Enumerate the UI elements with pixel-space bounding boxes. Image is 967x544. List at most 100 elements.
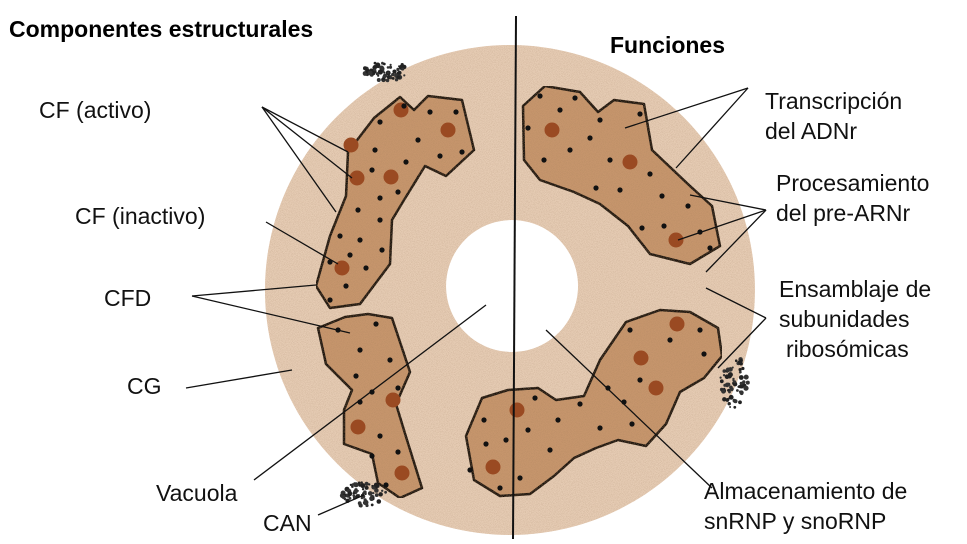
dense-fibrillar-dot	[372, 147, 377, 152]
label-vacuole: Vacuola	[156, 480, 237, 506]
dense-fibrillar-dot	[395, 449, 400, 454]
heading-functions: Funciones	[610, 32, 725, 59]
dense-fibrillar-dot	[387, 357, 392, 362]
label-storage-line2: snRNP y snoRNP	[704, 508, 886, 534]
dense-fibrillar-dot	[532, 395, 537, 400]
dense-fibrillar-dot	[459, 149, 464, 154]
label-assembly-line3: ribosómicas	[786, 336, 909, 362]
dense-fibrillar-dot	[337, 233, 342, 238]
fibrillar-center-dot	[510, 403, 525, 418]
dense-fibrillar-dot	[593, 185, 598, 190]
dense-fibrillar-dot	[383, 482, 388, 487]
dense-fibrillar-dot	[355, 207, 360, 212]
dense-fibrillar-dot	[627, 327, 632, 332]
dense-fibrillar-dot	[697, 327, 702, 332]
dense-fibrillar-dot	[503, 437, 508, 442]
fibrillar-center-dot	[634, 351, 649, 366]
dense-fibrillar-dot	[667, 337, 672, 342]
dense-fibrillar-dot	[597, 117, 602, 122]
fibrillar-center-dot	[441, 123, 456, 138]
dense-fibrillar-dot	[373, 321, 378, 326]
dense-fibrillar-dot	[343, 283, 348, 288]
dense-fibrillar-dot	[369, 453, 374, 458]
dense-fibrillar-dot	[483, 441, 488, 446]
dense-fibrillar-dot	[617, 187, 622, 192]
dense-fibrillar-dot	[467, 467, 472, 472]
label-assembly-line1: Ensamblaje de	[779, 276, 931, 302]
dense-fibrillar-dot	[353, 373, 358, 378]
fibrillar-center-dot	[351, 420, 366, 435]
dense-fibrillar-dot	[537, 93, 542, 98]
leader-can	[318, 495, 364, 515]
dense-fibrillar-dot	[395, 189, 400, 194]
label-processing-line1: Procesamiento	[776, 170, 929, 196]
label-assembly-line2: subunidades	[779, 306, 909, 332]
dense-fibrillar-dot	[587, 135, 592, 140]
dense-fibrillar-dot	[659, 193, 664, 198]
dense-fibrillar-dot	[369, 167, 374, 172]
dense-fibrillar-dot	[379, 247, 384, 252]
dense-fibrillar-dot	[347, 252, 352, 257]
chromatin-clump	[363, 62, 407, 83]
dense-fibrillar-dot	[395, 385, 400, 390]
dense-fibrillar-dot	[415, 137, 420, 142]
dense-fibrillar-dot	[497, 485, 502, 490]
label-cg: CG	[127, 373, 162, 399]
dense-fibrillar-dot	[377, 195, 382, 200]
dense-fibrillar-dot	[607, 157, 612, 162]
dense-fibrillar-dot	[557, 107, 562, 112]
dense-fibrillar-dot	[403, 159, 408, 164]
dense-fibrillar-dot	[629, 421, 634, 426]
label-storage-line1: Almacenamiento de	[704, 478, 907, 504]
dense-fibrillar-dot	[685, 203, 690, 208]
dense-fibrillar-dot	[567, 147, 572, 152]
fibrillar-center-dot	[486, 460, 501, 475]
label-cfd: CFD	[104, 285, 151, 311]
fibrillar-center-dot	[386, 393, 401, 408]
dense-fibrillar-dot	[357, 237, 362, 242]
heading-structural-components: Componentes estructurales	[9, 16, 313, 43]
dense-fibrillar-dot	[572, 95, 577, 100]
dense-fibrillar-dot	[637, 111, 642, 116]
dense-fibrillar-dot	[707, 245, 712, 250]
dense-fibrillar-dot	[377, 433, 382, 438]
dense-fibrillar-dot	[701, 351, 706, 356]
label-transcription-line1: Transcripción	[765, 88, 902, 114]
dense-fibrillar-dot	[547, 447, 552, 452]
dense-fibrillar-dot	[525, 427, 530, 432]
dense-fibrillar-dot	[525, 125, 530, 130]
dense-fibrillar-dot	[597, 425, 602, 430]
dense-fibrillar-dot	[577, 401, 582, 406]
fibrillar-center-dot	[545, 123, 560, 138]
label-can: CAN	[263, 510, 312, 536]
leader-cg	[186, 370, 292, 388]
fibrillar-center-dot	[384, 170, 399, 185]
dense-fibrillar-dot	[401, 103, 406, 108]
fibrillar-center-dot	[623, 155, 638, 170]
dense-fibrillar-dot	[541, 157, 546, 162]
dense-fibrillar-dot	[517, 475, 522, 480]
dense-fibrillar-dot	[637, 377, 642, 382]
fibrillar-center-dot	[670, 317, 685, 332]
label-processing-line2: del pre-ARNr	[776, 200, 910, 226]
dense-fibrillar-dot	[639, 225, 644, 230]
dense-fibrillar-dot	[363, 265, 368, 270]
label-transcription-line2: del ADNr	[765, 118, 857, 144]
label-cf-inactive: CF (inactivo)	[75, 203, 205, 229]
dense-fibrillar-dot	[453, 109, 458, 114]
dense-fibrillar-dot	[377, 217, 382, 222]
label-cf-active: CF (activo)	[39, 97, 151, 123]
dense-fibrillar-dot	[661, 223, 666, 228]
fibrillar-center-dot	[395, 466, 410, 481]
dense-fibrillar-dot	[327, 297, 332, 302]
dense-fibrillar-dot	[481, 417, 486, 422]
dense-fibrillar-dot	[647, 171, 652, 176]
fibrillar-center-dot	[649, 381, 664, 396]
dense-fibrillar-dot	[427, 109, 432, 114]
fibrillar-center-dot	[669, 233, 684, 248]
dense-fibrillar-dot	[357, 347, 362, 352]
dense-fibrillar-dot	[437, 153, 442, 158]
dense-fibrillar-dot	[377, 119, 382, 124]
dense-fibrillar-dot	[555, 417, 560, 422]
